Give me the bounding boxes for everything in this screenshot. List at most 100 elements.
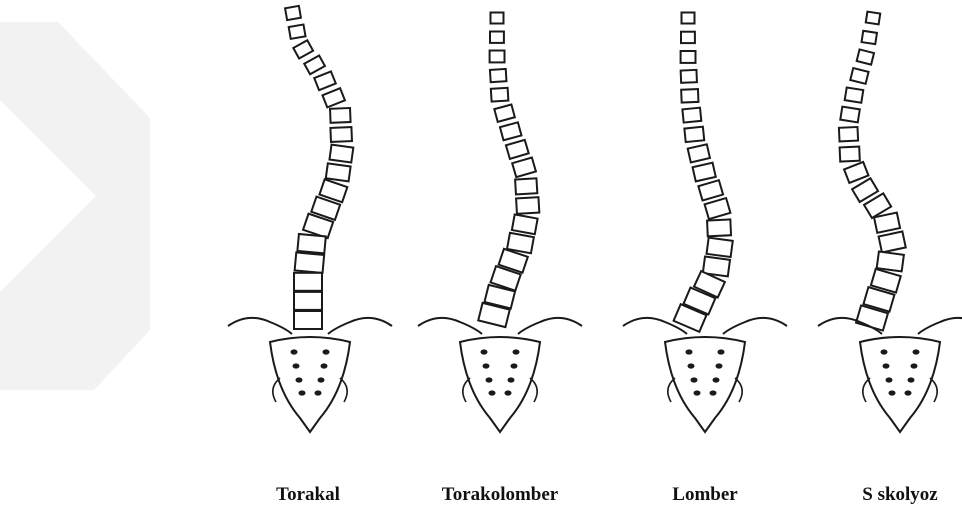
vertebra bbox=[684, 127, 704, 142]
vertebra bbox=[289, 24, 306, 38]
sacral-foramen bbox=[483, 363, 490, 368]
pelvis-left-wing bbox=[228, 318, 292, 334]
pelvis-right-wing bbox=[723, 318, 787, 334]
vertebra bbox=[512, 157, 536, 177]
vertebra bbox=[295, 252, 325, 272]
vertebra bbox=[682, 13, 695, 24]
spine-4 bbox=[818, 12, 962, 432]
vertebra bbox=[294, 292, 322, 310]
sacral-foramen bbox=[694, 390, 701, 395]
label-torakolomber: Torakolomber bbox=[442, 484, 558, 506]
sacral-foramen bbox=[710, 390, 717, 395]
vertebra bbox=[490, 69, 507, 82]
sacrum bbox=[665, 337, 745, 432]
sacral-foramen bbox=[505, 390, 512, 395]
sacral-foramen bbox=[718, 349, 725, 354]
vertebra bbox=[845, 87, 864, 102]
sacral-foramen bbox=[486, 377, 493, 382]
vertebra bbox=[862, 31, 877, 44]
sacral-foramen bbox=[716, 363, 723, 368]
sacral-foramen bbox=[911, 363, 918, 368]
sacral-foramen bbox=[315, 390, 322, 395]
sacral-foramen bbox=[481, 349, 488, 354]
vertebra bbox=[874, 213, 900, 233]
vertebra bbox=[330, 127, 352, 142]
vertebra bbox=[682, 108, 701, 123]
vertebra bbox=[293, 40, 313, 58]
sacrum bbox=[270, 337, 350, 432]
vertebra bbox=[491, 13, 504, 24]
vertebra bbox=[314, 71, 336, 90]
label-lomber: Lomber bbox=[672, 484, 737, 506]
spine-3 bbox=[623, 13, 787, 433]
sacral-foramen bbox=[296, 377, 303, 382]
sacral-foramen bbox=[511, 363, 518, 368]
vertebra bbox=[506, 140, 529, 159]
pelvis bbox=[818, 318, 962, 432]
sacral-foramen bbox=[713, 377, 720, 382]
vertebra bbox=[839, 127, 858, 141]
vertebra bbox=[294, 311, 322, 329]
vertebra bbox=[877, 252, 904, 272]
vertebra bbox=[326, 163, 351, 181]
vertebra bbox=[707, 219, 731, 236]
vertebra bbox=[705, 198, 731, 219]
sacral-foramen bbox=[883, 363, 890, 368]
vertebra bbox=[693, 163, 716, 182]
vertebra bbox=[879, 231, 906, 252]
vertebra bbox=[294, 273, 322, 291]
sacral-foramen bbox=[691, 377, 698, 382]
vertebra bbox=[857, 49, 874, 64]
sacral-foramen bbox=[886, 377, 893, 382]
pelvis bbox=[418, 318, 582, 432]
sacral-foramen bbox=[299, 390, 306, 395]
vertebra bbox=[304, 56, 325, 75]
sacral-foramen bbox=[913, 349, 920, 354]
vertebra bbox=[850, 68, 868, 84]
vertebra bbox=[681, 70, 697, 83]
sacrum bbox=[860, 337, 940, 432]
vertebra bbox=[329, 145, 353, 163]
spine-1 bbox=[228, 6, 392, 432]
sacral-foramen bbox=[513, 349, 520, 354]
vertebra bbox=[490, 32, 504, 43]
sacral-foramen bbox=[881, 349, 888, 354]
vertebra bbox=[698, 180, 723, 200]
vertebra bbox=[844, 162, 868, 183]
vertebra bbox=[688, 144, 710, 162]
vertebra bbox=[681, 32, 695, 43]
spine-2 bbox=[418, 13, 582, 433]
sacral-foramen bbox=[489, 390, 496, 395]
spines-layer bbox=[228, 6, 962, 432]
pelvis-right-wing bbox=[918, 318, 962, 334]
label-torakal: Torakal bbox=[276, 484, 340, 506]
vertebra bbox=[500, 122, 522, 140]
sacral-foramen bbox=[688, 363, 695, 368]
sacral-foramen bbox=[889, 390, 896, 395]
sacrum bbox=[460, 337, 540, 432]
sacral-foramen bbox=[318, 377, 325, 382]
vertebra bbox=[840, 107, 860, 123]
vertebra bbox=[322, 88, 344, 107]
pelvis bbox=[228, 318, 392, 432]
sacral-foramen bbox=[905, 390, 912, 395]
vertebra bbox=[297, 234, 325, 253]
vertebra bbox=[285, 6, 301, 20]
sacral-foramen bbox=[321, 363, 328, 368]
vertebra bbox=[516, 197, 539, 214]
vertebra bbox=[866, 12, 880, 25]
vertebra bbox=[840, 147, 860, 162]
pelvis-right-wing bbox=[518, 318, 582, 334]
vertebra bbox=[512, 214, 538, 234]
vertebra bbox=[490, 51, 505, 63]
sacral-foramen bbox=[908, 377, 915, 382]
label-s-skolyoz: S skolyoz bbox=[862, 484, 938, 506]
pelvis bbox=[623, 318, 787, 432]
watermark-shape bbox=[0, 22, 150, 390]
pelvis-right-wing bbox=[328, 318, 392, 334]
sacral-foramen bbox=[508, 377, 515, 382]
vertebra bbox=[494, 105, 515, 122]
vertebra bbox=[491, 88, 509, 102]
vertebra bbox=[681, 51, 696, 63]
